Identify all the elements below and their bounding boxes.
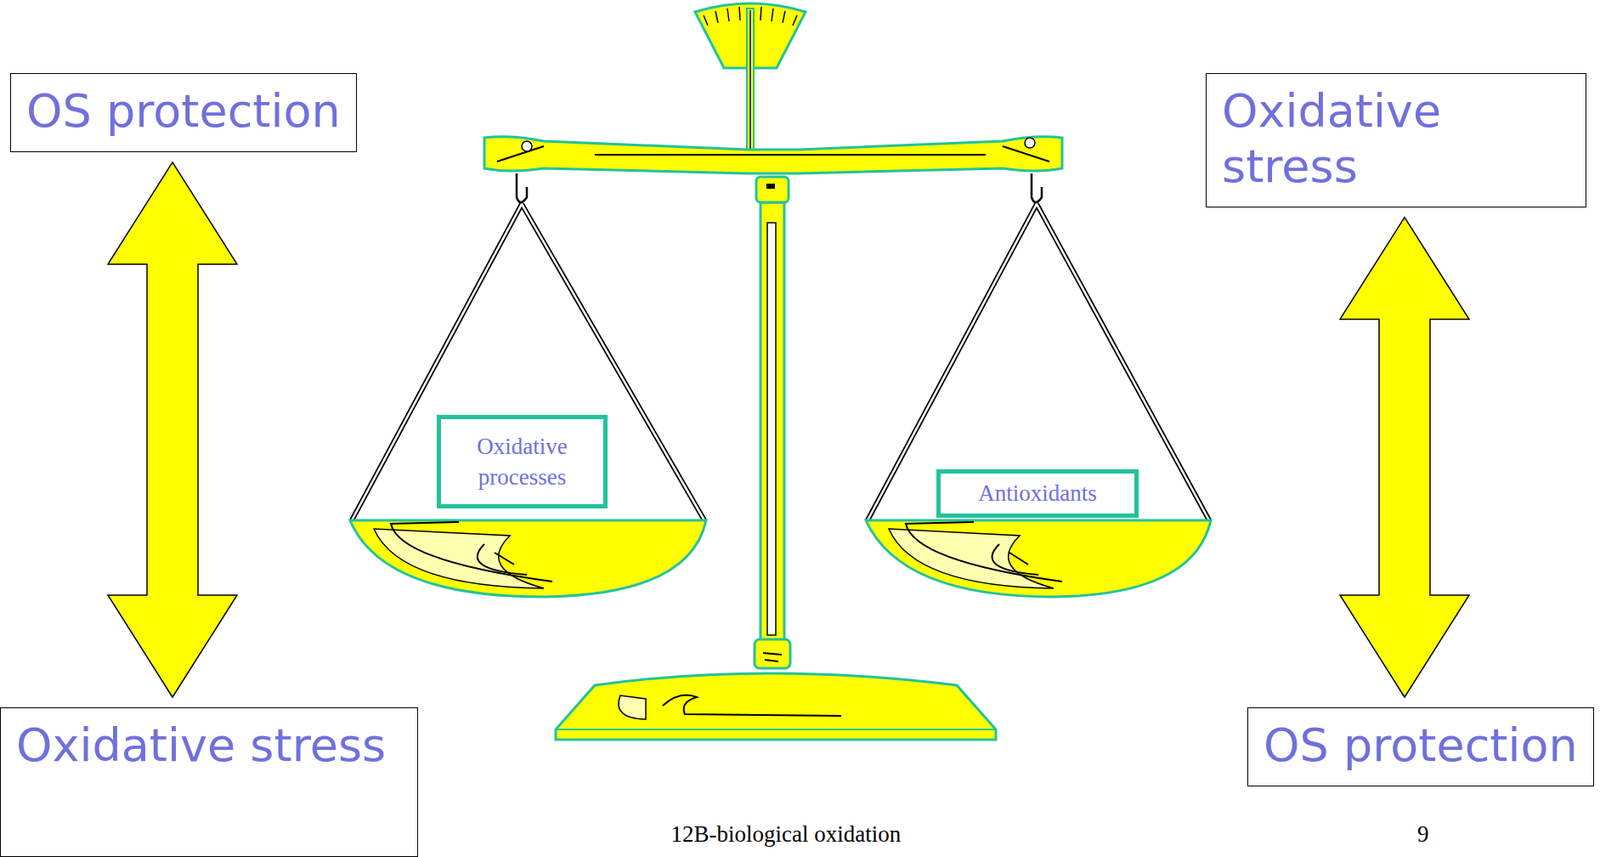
base-collar — [754, 638, 791, 668]
beam — [484, 136, 1063, 174]
box-text: Antioxidants — [978, 477, 1097, 509]
beam-ornament — [497, 146, 1050, 162]
pan-line — [905, 521, 1063, 582]
hook — [516, 173, 527, 203]
beam-pin — [1024, 137, 1035, 148]
strings — [351, 203, 1210, 521]
footer-text: 12B-biological oxidation — [671, 820, 902, 848]
page-number: 9 — [1417, 820, 1430, 848]
base-edge — [555, 728, 996, 730]
needle — [746, 8, 754, 153]
column — [760, 202, 785, 645]
hook — [1031, 173, 1042, 203]
double-arrow — [107, 162, 238, 697]
pan-line — [477, 543, 527, 575]
beam-pin — [521, 141, 532, 152]
pan-label-box: Oxidative processes — [436, 414, 608, 509]
collar-mark — [766, 183, 775, 189]
box-text: Oxidative processes — [447, 430, 597, 493]
term-box: Oxidative stress — [1205, 73, 1587, 208]
box-text: OS protection — [26, 84, 341, 140]
beam-line — [594, 153, 986, 156]
pan — [350, 520, 707, 597]
box-text: Oxidative stress — [16, 718, 402, 774]
base-shine — [618, 695, 646, 719]
collar — [756, 176, 789, 203]
base-line — [662, 695, 842, 716]
pan-line — [992, 543, 1039, 575]
term-box: Oxidative stress — [0, 706, 419, 857]
term-box: OS protection — [1247, 706, 1595, 786]
base — [555, 672, 996, 740]
term-box: OS protection — [10, 73, 357, 153]
needle-line — [749, 10, 752, 152]
box-text: OS protection — [1263, 718, 1578, 774]
collar-line — [763, 652, 782, 662]
pan-label-box: Antioxidants — [936, 469, 1139, 518]
column-groove — [767, 222, 776, 635]
pan — [865, 520, 1211, 597]
pan-line — [390, 521, 553, 582]
double-arrow — [1339, 217, 1470, 697]
box-text: Oxidative stress — [1221, 84, 1571, 195]
